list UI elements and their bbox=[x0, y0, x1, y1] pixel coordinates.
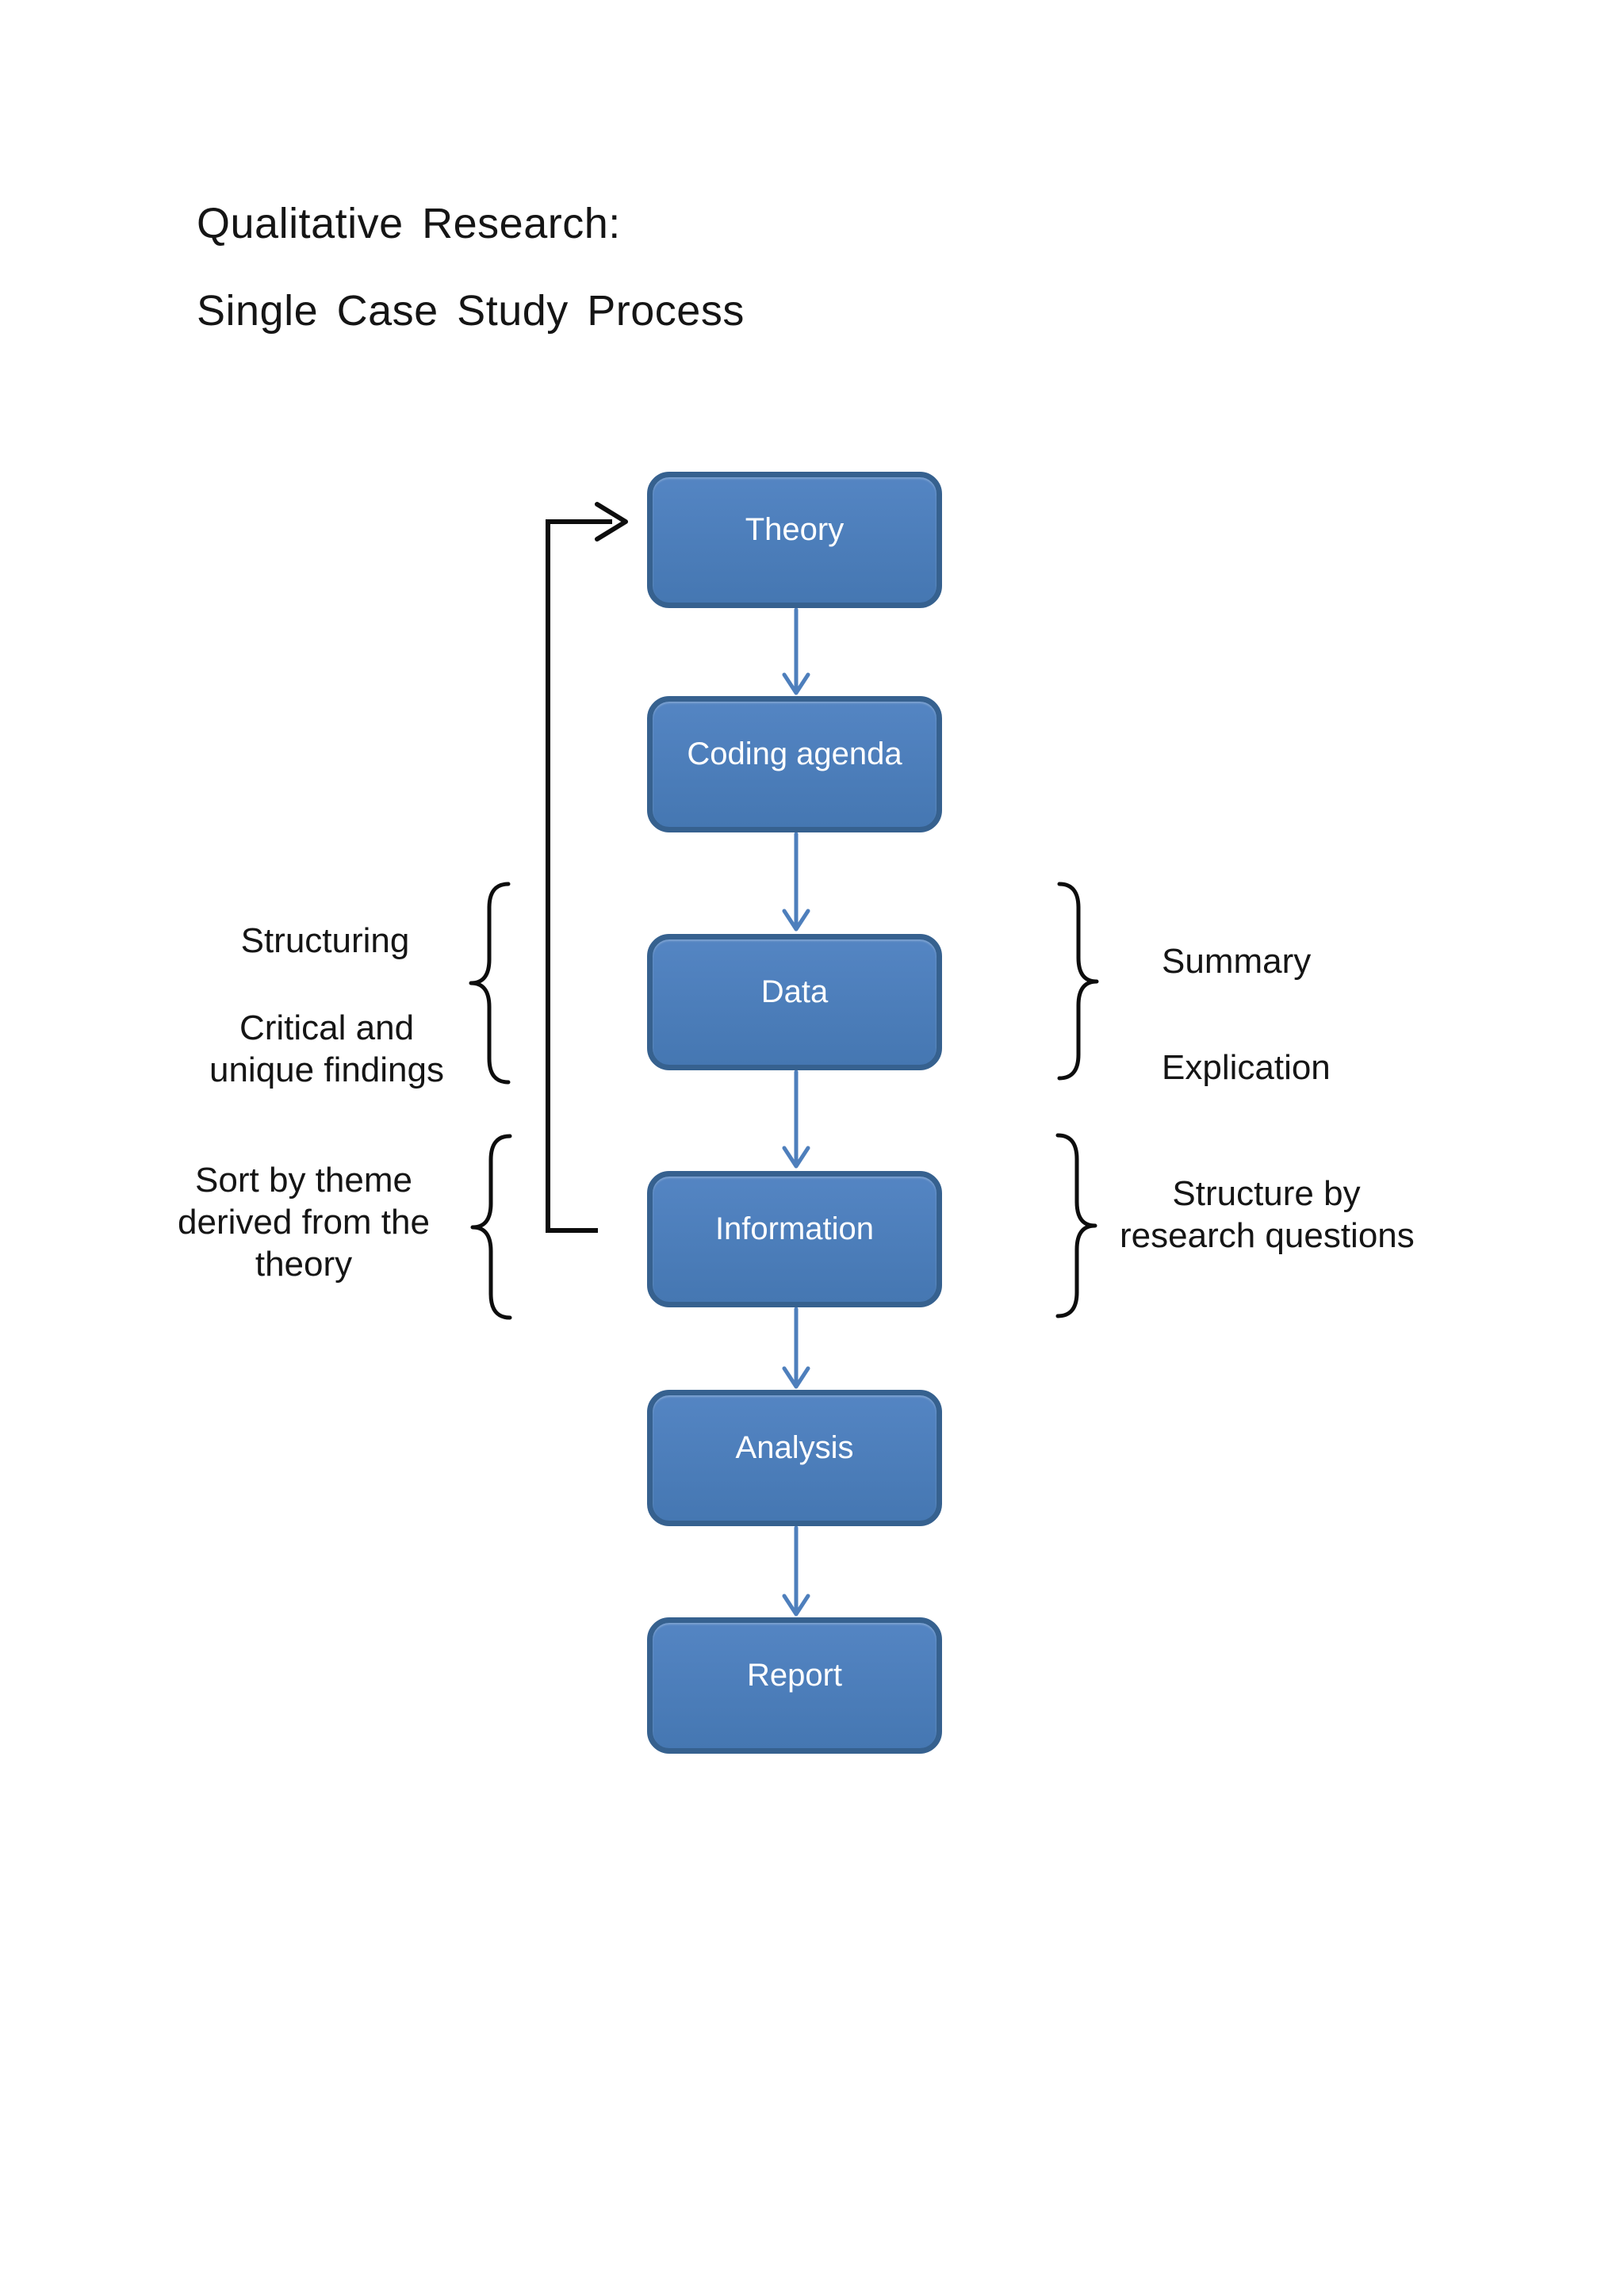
left-brace-data bbox=[469, 882, 511, 1085]
annotation-critical-line1: Critical and bbox=[239, 1008, 415, 1047]
annotation-structuring-line1: Structuring bbox=[240, 921, 410, 960]
flow-box-analysis-label: Analysis bbox=[735, 1430, 854, 1465]
down-arrow-theory-to-coding bbox=[782, 607, 810, 695]
annotation-explication: Explication bbox=[1162, 1047, 1331, 1089]
down-arrow-coding-to-data bbox=[782, 832, 810, 932]
annotation-summary: Summary bbox=[1162, 940, 1311, 982]
annotation-summary-line1: Summary bbox=[1162, 942, 1312, 981]
feedback-loop-line bbox=[546, 519, 612, 1233]
flow-box-data: Data bbox=[647, 934, 942, 1070]
flow-box-report-label: Report bbox=[746, 1658, 843, 1693]
flow-box-theory: Theory bbox=[647, 472, 942, 608]
annotation-structure-line1: Structure by bbox=[1172, 1174, 1361, 1213]
annotation-sort-line3: theory bbox=[255, 1245, 353, 1284]
left-brace-information bbox=[470, 1134, 512, 1320]
annotation-structure-line2: research questions bbox=[1120, 1216, 1415, 1255]
flow-box-theory-label: Theory bbox=[745, 512, 845, 547]
page-title-line1: Qualitative Research: bbox=[197, 200, 621, 247]
annotation-structuring: Structuring bbox=[186, 920, 464, 962]
page-title-line2: Single Case Study Process bbox=[197, 287, 745, 335]
flow-box-report: Report bbox=[647, 1617, 942, 1754]
annotation-explication-line1: Explication bbox=[1162, 1048, 1331, 1087]
right-brace-information bbox=[1055, 1133, 1097, 1318]
annotation-sort-by-theme: Sort by theme derived from the theory bbox=[165, 1159, 442, 1285]
down-arrow-information-to-analysis bbox=[782, 1307, 810, 1389]
annotation-sort-line1: Sort by theme bbox=[195, 1161, 412, 1200]
flow-box-coding-agenda: Coding agenda bbox=[647, 696, 942, 832]
annotation-sort-line2: derived from the bbox=[178, 1203, 430, 1242]
down-arrow-analysis-to-report bbox=[782, 1525, 810, 1617]
flow-box-coding-agenda-label: Coding agenda bbox=[687, 737, 902, 771]
annotation-structure-by-research-questions: Structure by research questions bbox=[1120, 1173, 1415, 1257]
down-arrow-data-to-information bbox=[782, 1070, 810, 1169]
flow-box-data-label: Data bbox=[760, 974, 829, 1009]
right-brace-data bbox=[1057, 882, 1099, 1081]
flow-box-information-label: Information bbox=[714, 1211, 875, 1246]
annotation-critical-line2: unique findings bbox=[209, 1050, 444, 1089]
flow-box-analysis: Analysis bbox=[647, 1390, 942, 1526]
annotation-critical-unique-findings: Critical and unique findings bbox=[188, 1007, 465, 1091]
feedback-arrowhead-icon bbox=[595, 502, 628, 541]
flow-box-information: Information bbox=[647, 1171, 942, 1307]
